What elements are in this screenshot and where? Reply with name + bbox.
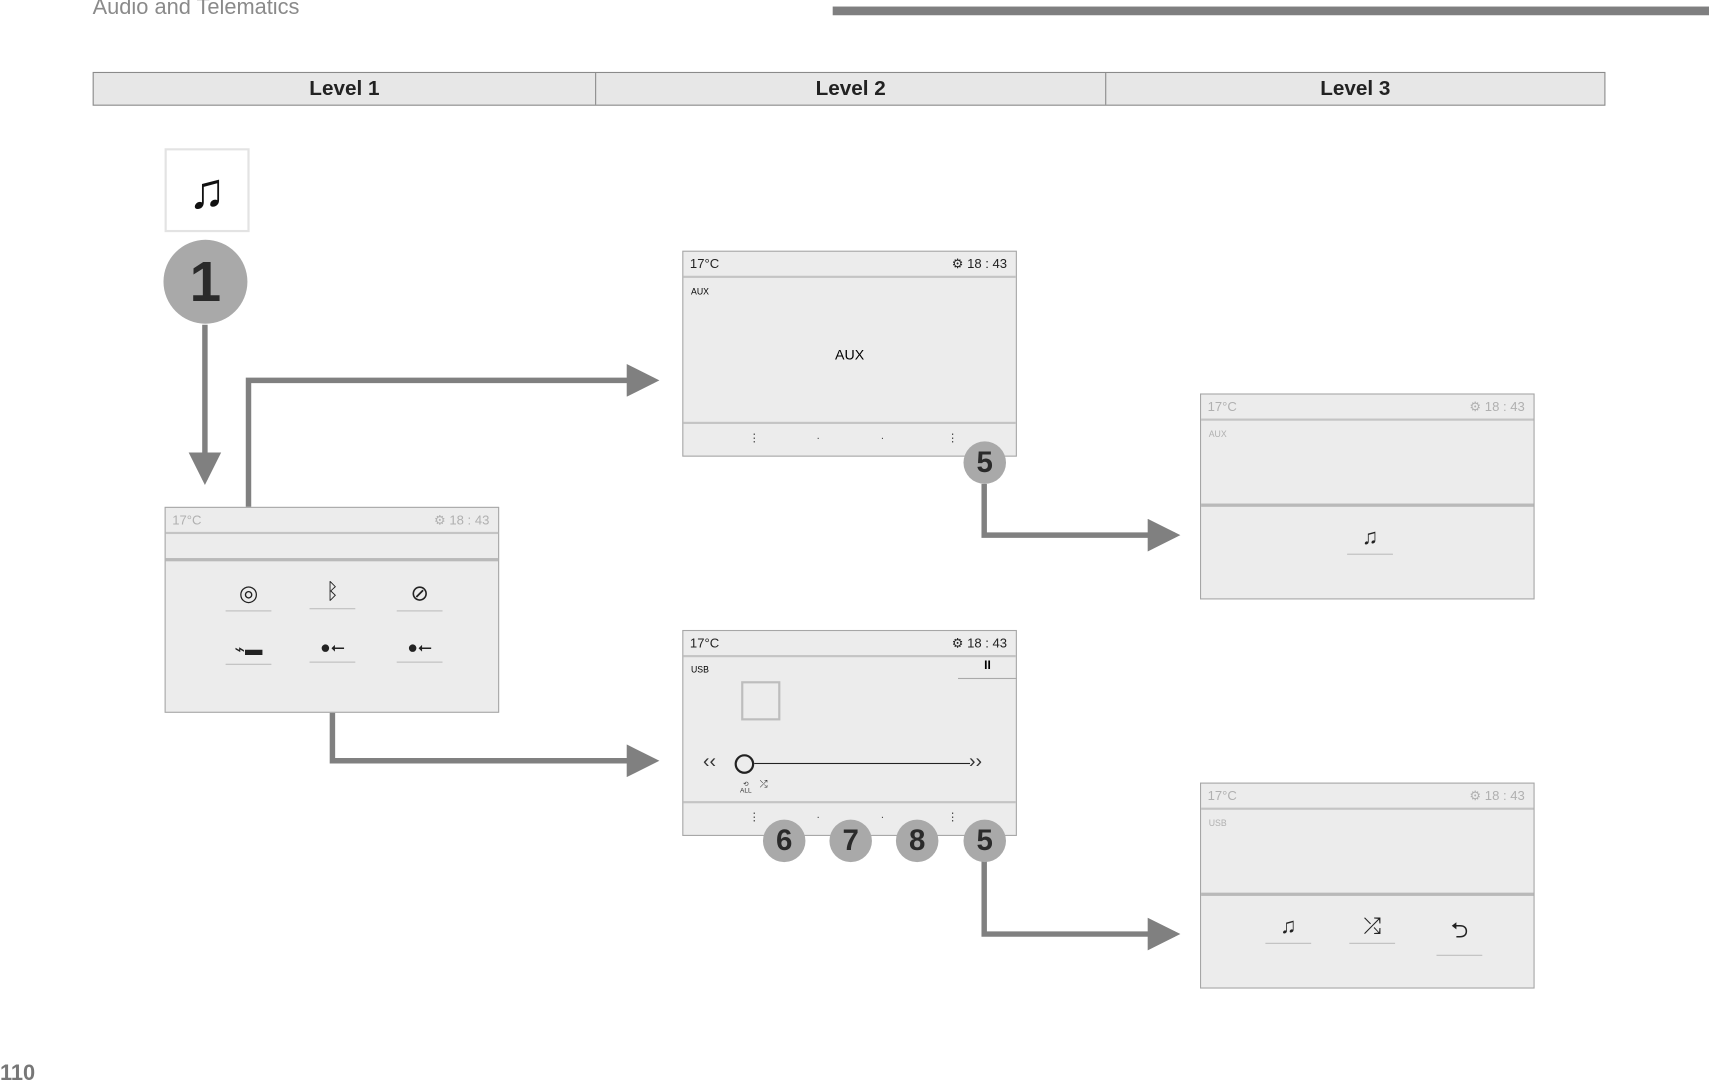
section-title: Audio and Telematics — [92, 0, 300, 20]
gear-icon: ⚙ — [433, 512, 446, 528]
temperature: 17°C — [1207, 788, 1237, 804]
callout-5-usb: 5 — [963, 819, 1006, 863]
levels-header: Level 1 Level 2 Level 3 — [92, 71, 1606, 106]
aux-settings-screen: 17°C ⚙ 18 : 43 AUX ♫ — [1200, 393, 1535, 600]
callout-8: 8 — [895, 819, 939, 863]
temperature: 17°C — [689, 256, 720, 272]
header-bar — [832, 6, 1709, 16]
level-1-header: Level 1 — [94, 73, 597, 105]
callout-7: 7 — [829, 819, 872, 863]
gear-icon: ⚙ — [1469, 788, 1482, 804]
repeat-all-icon: ⟲ALL — [740, 781, 752, 795]
clock: 18 : 43 — [967, 635, 1008, 651]
callout-6: 6 — [762, 819, 806, 863]
gear-icon: ⚙ — [1469, 398, 1482, 415]
source-select-screen: 17°C ⚙ 18 : 43 ◎ ᛒ ⊘ ⌁▬ ●⭠ ●⭠ — [164, 506, 500, 713]
temperature: 17°C — [689, 635, 720, 651]
usb-settings-screen: 17°C ⚙ 18 : 43 USB ♫ ⤮ ⮌ — [1200, 782, 1535, 989]
music-settings-icon[interactable]: ♫ — [1347, 525, 1393, 555]
gear-icon: ⚙ — [951, 256, 964, 272]
repeat-icon[interactable]: ⮌ — [1436, 914, 1483, 956]
aux-center-label: AUX — [835, 346, 865, 363]
next-icon[interactable]: ›› — [968, 749, 983, 772]
usb-bottom-bar[interactable]: ⋮··⋮ — [683, 801, 1016, 835]
aux-screen: 17°C ⚙ 18 : 43 AUX AUX ⋮··⋮ — [682, 250, 1017, 457]
aux-jack-icon[interactable]: ⌁▬ — [225, 639, 272, 665]
clock: 18 : 43 — [449, 512, 490, 528]
usb-screen: 17°C ⚙ 18 : 43 USB II ‹‹ ›› ⟲ALL ⤮ ⋮··⋮ — [682, 629, 1017, 836]
temperature: 17°C — [172, 512, 202, 528]
music-note-icon: ♫ — [188, 161, 226, 219]
level-3-header: Level 3 — [1320, 76, 1391, 100]
clock: 18 : 43 — [1484, 788, 1525, 804]
aux-bottom-bar[interactable]: ⋮··⋮ — [683, 421, 1016, 456]
source-label: AUX — [1208, 429, 1227, 440]
arrow-to-usb-settings — [981, 861, 1181, 951]
usb-icon[interactable]: ●⭠ — [309, 639, 356, 663]
callout-5-aux: 5 — [963, 441, 1006, 484]
media-button[interactable]: ♫ — [164, 148, 250, 233]
clock: 18 : 43 — [967, 256, 1008, 272]
gear-icon: ⚙ — [951, 635, 964, 651]
arrow-to-aux-settings — [981, 483, 1181, 552]
temperature: 17°C — [1207, 398, 1237, 415]
usb-icon[interactable]: ●⭠ — [396, 639, 443, 663]
pause-button[interactable]: II — [958, 659, 1017, 680]
level-2-header: Level 2 — [596, 73, 1107, 105]
source-label: AUX — [691, 286, 709, 297]
source-label: USB — [691, 664, 709, 675]
clock: 18 : 43 — [1484, 398, 1525, 415]
repeat-label: ALL — [740, 788, 752, 795]
progress-knob[interactable] — [734, 754, 755, 774]
music-settings-icon[interactable]: ♫ — [1265, 914, 1312, 944]
callout-1: 1 — [163, 239, 248, 324]
source-label: USB — [1208, 818, 1227, 829]
radio-icon[interactable]: ◎ — [225, 580, 272, 612]
previous-icon[interactable]: ‹‹ — [702, 749, 717, 772]
shuffle-icon: ⤮ — [759, 778, 768, 790]
page-number: 110 — [0, 1061, 36, 1086]
shuffle-icon[interactable]: ⤮ — [1349, 914, 1396, 944]
bluetooth-icon[interactable]: ᛒ — [309, 580, 356, 610]
cd-icon[interactable]: ⊘ — [396, 580, 443, 612]
album-art — [741, 681, 781, 721]
progress-bar[interactable] — [754, 762, 971, 765]
